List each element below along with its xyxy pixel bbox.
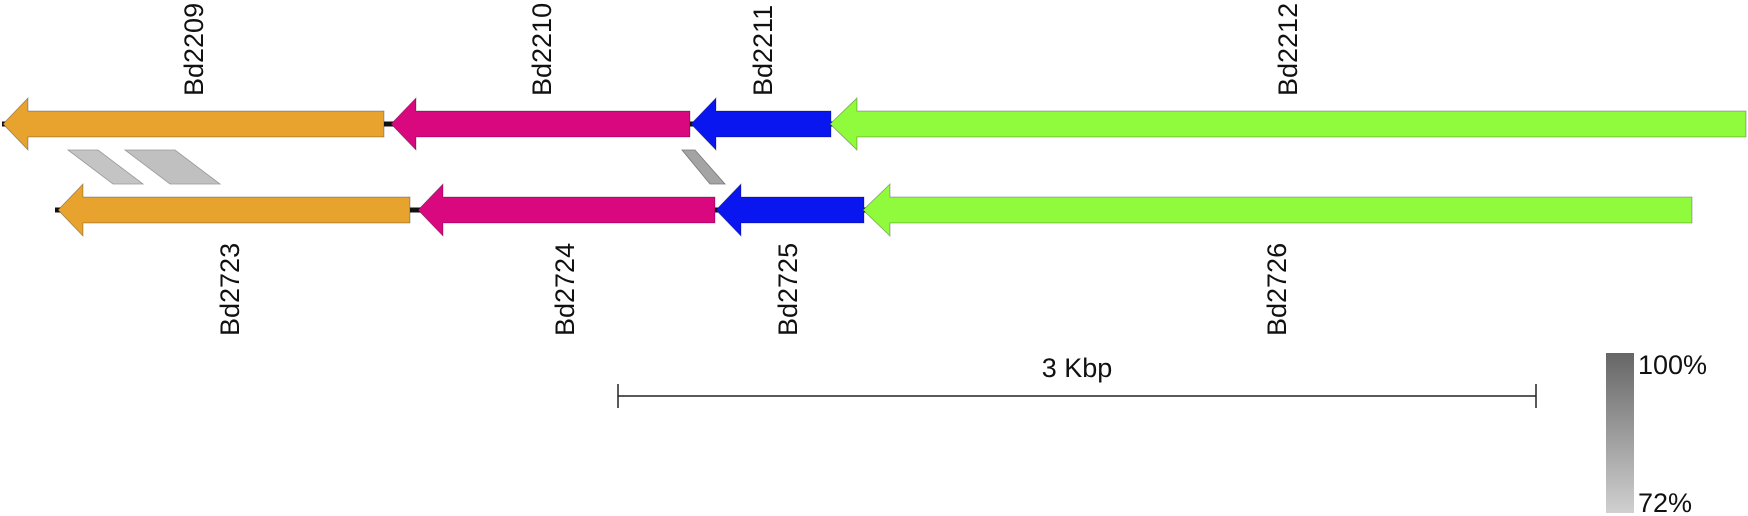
gene-label-bd2212: Bd2212: [1273, 3, 1303, 96]
identity-legend: 100% 72%: [1606, 350, 1707, 516]
gene-arrow-bd2726: [862, 183, 1693, 237]
scale-bar: 3 Kbp: [617, 353, 1537, 408]
gene-arrow-bd2212: [829, 97, 1747, 151]
similarity-link-1: [66, 149, 145, 185]
scale-bar-label: 3 Kbp: [1042, 353, 1113, 383]
gene-arrow-bd2723: [57, 183, 411, 237]
gene-label-bd2723: Bd2723: [215, 243, 245, 336]
gene-arrow-bd2724: [417, 183, 716, 237]
gene-arrow-bd2209: [2, 97, 385, 151]
gene-arrow-bd2211: [690, 97, 832, 151]
gene-label-bd2211: Bd2211: [748, 5, 778, 96]
similarity-link-3: [681, 149, 726, 185]
gene-label-bd2726: Bd2726: [1262, 243, 1292, 336]
identity-min-label: 72%: [1638, 488, 1692, 516]
gene-arrow-bd2210: [390, 97, 691, 151]
gene-label-bd2210: Bd2210: [527, 3, 557, 96]
similarity-link-2: [123, 149, 222, 185]
identity-max-label: 100%: [1638, 350, 1707, 380]
gene-label-bd2724: Bd2724: [550, 243, 580, 336]
identity-gradient-bar: [1606, 353, 1634, 513]
gene-arrow-bd2725: [715, 183, 865, 237]
gene-label-bd2725: Bd2725: [773, 243, 803, 336]
gene-label-bd2209: Bd2209: [179, 3, 209, 96]
